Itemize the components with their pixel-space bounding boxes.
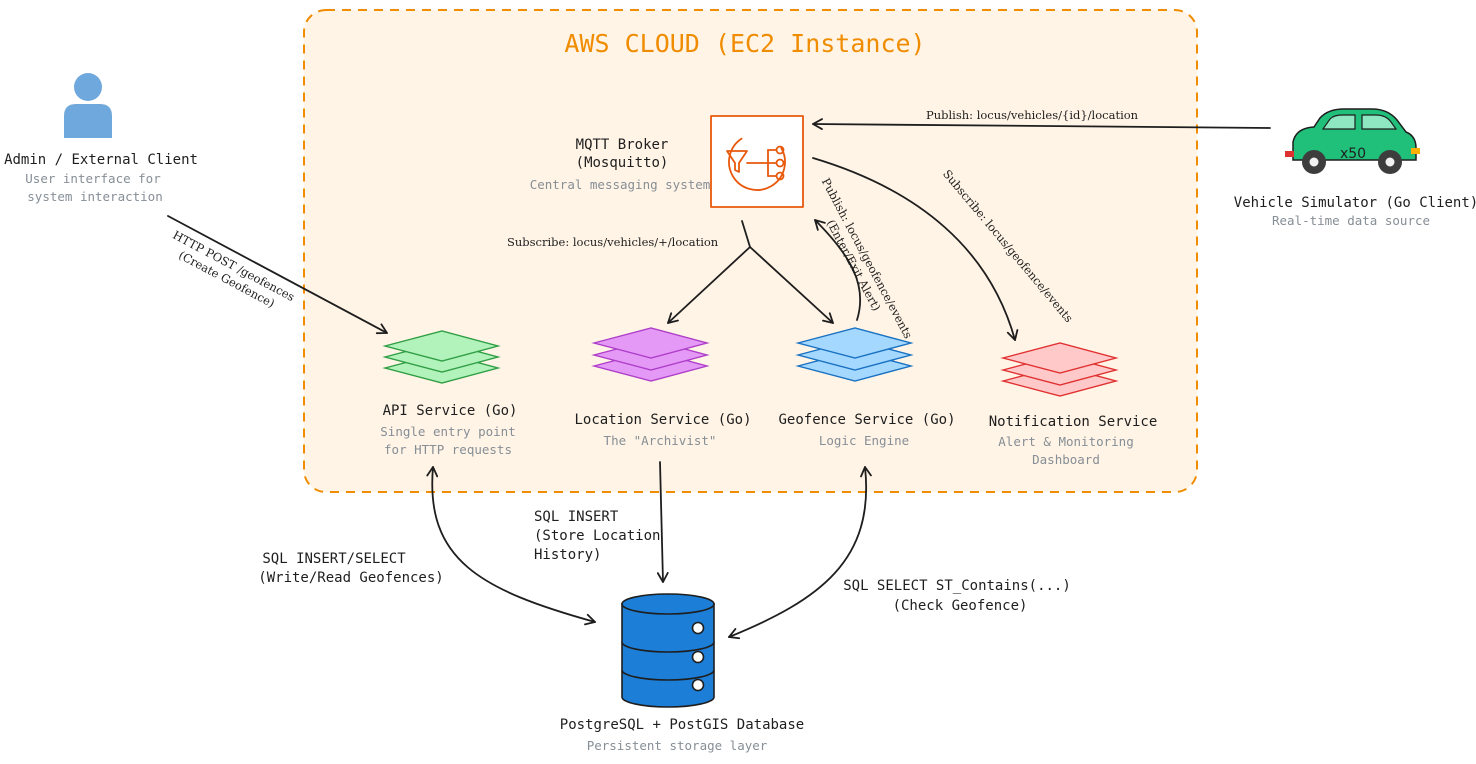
user-icon xyxy=(64,73,112,138)
edge-label-sql-geofences-line-1: SQL INSERT/SELECT xyxy=(262,551,406,567)
api-service-sub-line-1: Single entry point xyxy=(380,424,516,439)
vehicle-badge: x50 xyxy=(1339,146,1367,162)
edge-vehicle-to-broker xyxy=(812,118,1271,130)
edge-label-sql-insert-line-1: SQL INSERT xyxy=(534,509,619,525)
vehicle-title: Vehicle Simulator (Go Client) xyxy=(1233,195,1476,211)
edge-broker-fork xyxy=(741,220,751,248)
geofence-service-sub: Logic Engine xyxy=(818,433,910,448)
edge-geofence-db xyxy=(728,466,872,640)
api-service-title: API Service (Go) xyxy=(382,403,518,419)
broker-title-line-2: (Mosquitto) xyxy=(575,155,669,171)
client-sub-line-2: system interaction xyxy=(27,189,163,204)
notification-service-icon xyxy=(1000,342,1119,397)
api-service-icon xyxy=(382,330,501,384)
vehicle-sub: Real-time data source xyxy=(1271,213,1431,228)
edge-api-db xyxy=(426,466,596,626)
edge-label-sql-contains-line-1: SQL SELECT ST_Contains(...) xyxy=(843,578,1071,594)
edge-label-sql-insert-line-3: History) xyxy=(534,547,602,563)
mqtt-broker-icon xyxy=(710,115,804,208)
edge-broker-to-notification xyxy=(812,157,1019,341)
notification-service-sub-line-1: Alert & Monitoring xyxy=(998,434,1134,449)
database-title: PostgreSQL + PostGIS Database xyxy=(559,717,805,733)
geofence-service-title: Geofence Service (Go) xyxy=(778,412,956,428)
edge-label-subscribe-location: Subscribe: locus/vehicles/+/location xyxy=(507,235,719,249)
location-service-sub: The "Archivist" xyxy=(603,433,717,448)
edge-label-sql-geofences-line-2: (Write/Read Geofences) xyxy=(258,570,444,586)
edge-label-sql-insert-line-2: (Store Location xyxy=(534,528,661,544)
notification-service-sub-line-2: Dashboard xyxy=(1032,452,1100,467)
edge-broker-to-geofence xyxy=(749,246,834,324)
edge-client-to-api xyxy=(167,215,388,335)
geofence-service-icon xyxy=(795,327,914,382)
edge-location-to-db xyxy=(656,461,669,583)
database-icon xyxy=(621,593,715,708)
client-sub-line-1: User interface for xyxy=(25,171,161,186)
edge-label-publish-location: Publish: locus/vehicles/{id}/location xyxy=(926,108,1139,122)
client-title: Admin / External Client xyxy=(4,152,198,168)
edge-label-sql-contains-line-2: (Check Geofence) xyxy=(892,598,1028,614)
edge-broker-to-location xyxy=(667,246,751,324)
edge-geofence-to-broker xyxy=(814,219,862,321)
broker-sub: Central messaging system xyxy=(529,177,711,192)
location-service-title: Location Service (Go) xyxy=(574,412,752,428)
location-service-icon xyxy=(591,327,710,382)
api-service-sub-line-2: for HTTP requests xyxy=(384,442,512,457)
broker-title-line-1: MQTT Broker xyxy=(575,137,669,153)
database-sub: Persistent storage layer xyxy=(586,738,768,753)
cloud-title: AWS CLOUD (EC2 Instance) xyxy=(564,29,926,58)
notification-service-title: Notification Service xyxy=(988,414,1158,430)
car-icon xyxy=(1285,108,1420,174)
